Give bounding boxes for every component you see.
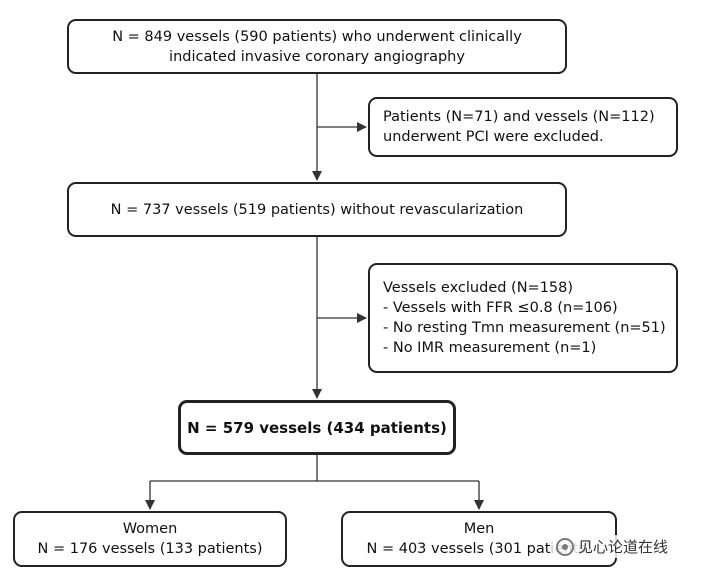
men-count: N = 403 vessels (301 patients) — [366, 541, 592, 557]
excluded-pci-line-2: underwent PCI were excluded. — [383, 129, 604, 145]
initial-cohort-line-2: indicated invasive coronary angiography — [169, 48, 465, 65]
excluded-vessels-item: - Vessels with FFR ≤0.8 (n=106) — [383, 300, 618, 316]
excluded-vessels-title: Vessels excluded (N=158) — [383, 280, 574, 296]
excluded-vessels-box: Vessels excluded (N=158) - Vessels with … — [368, 263, 678, 373]
initial-cohort-box: N = 849 vessels (590 patients) who under… — [67, 19, 567, 74]
women-count: N = 176 vessels (133 patients) — [37, 541, 263, 557]
excluded-pci-line-1: Patients (N=71) and vessels (N=112) — [383, 109, 655, 125]
women-title: Women — [122, 521, 178, 537]
women-box: Women N = 176 vessels (133 patients) — [13, 511, 287, 567]
excluded-vessels-item: - No IMR measurement (n=1) — [383, 340, 597, 356]
men-title: Men — [463, 521, 495, 537]
wechat-logo-icon — [556, 537, 574, 556]
excluded-vessels-item: - No resting Tmn measurement (n=51) — [383, 320, 666, 336]
watermark-text: 见心论道在线 — [578, 538, 669, 556]
no-revascularization-line: N = 737 vessels (519 patients) without r… — [110, 201, 524, 218]
final-cohort-line: N = 579 vessels (434 patients) — [187, 418, 447, 437]
excluded-pci-box: Patients (N=71) and vessels (N=112) unde… — [368, 97, 678, 157]
men-box: Men N = 403 vessels (301 patients) — [341, 511, 617, 567]
initial-cohort-line-1: N = 849 vessels (590 patients) who under… — [112, 28, 522, 45]
watermark: 见心论道在线 — [552, 535, 673, 558]
no-revascularization-box: N = 737 vessels (519 patients) without r… — [67, 182, 567, 237]
final-cohort-box: N = 579 vessels (434 patients) — [178, 400, 456, 455]
